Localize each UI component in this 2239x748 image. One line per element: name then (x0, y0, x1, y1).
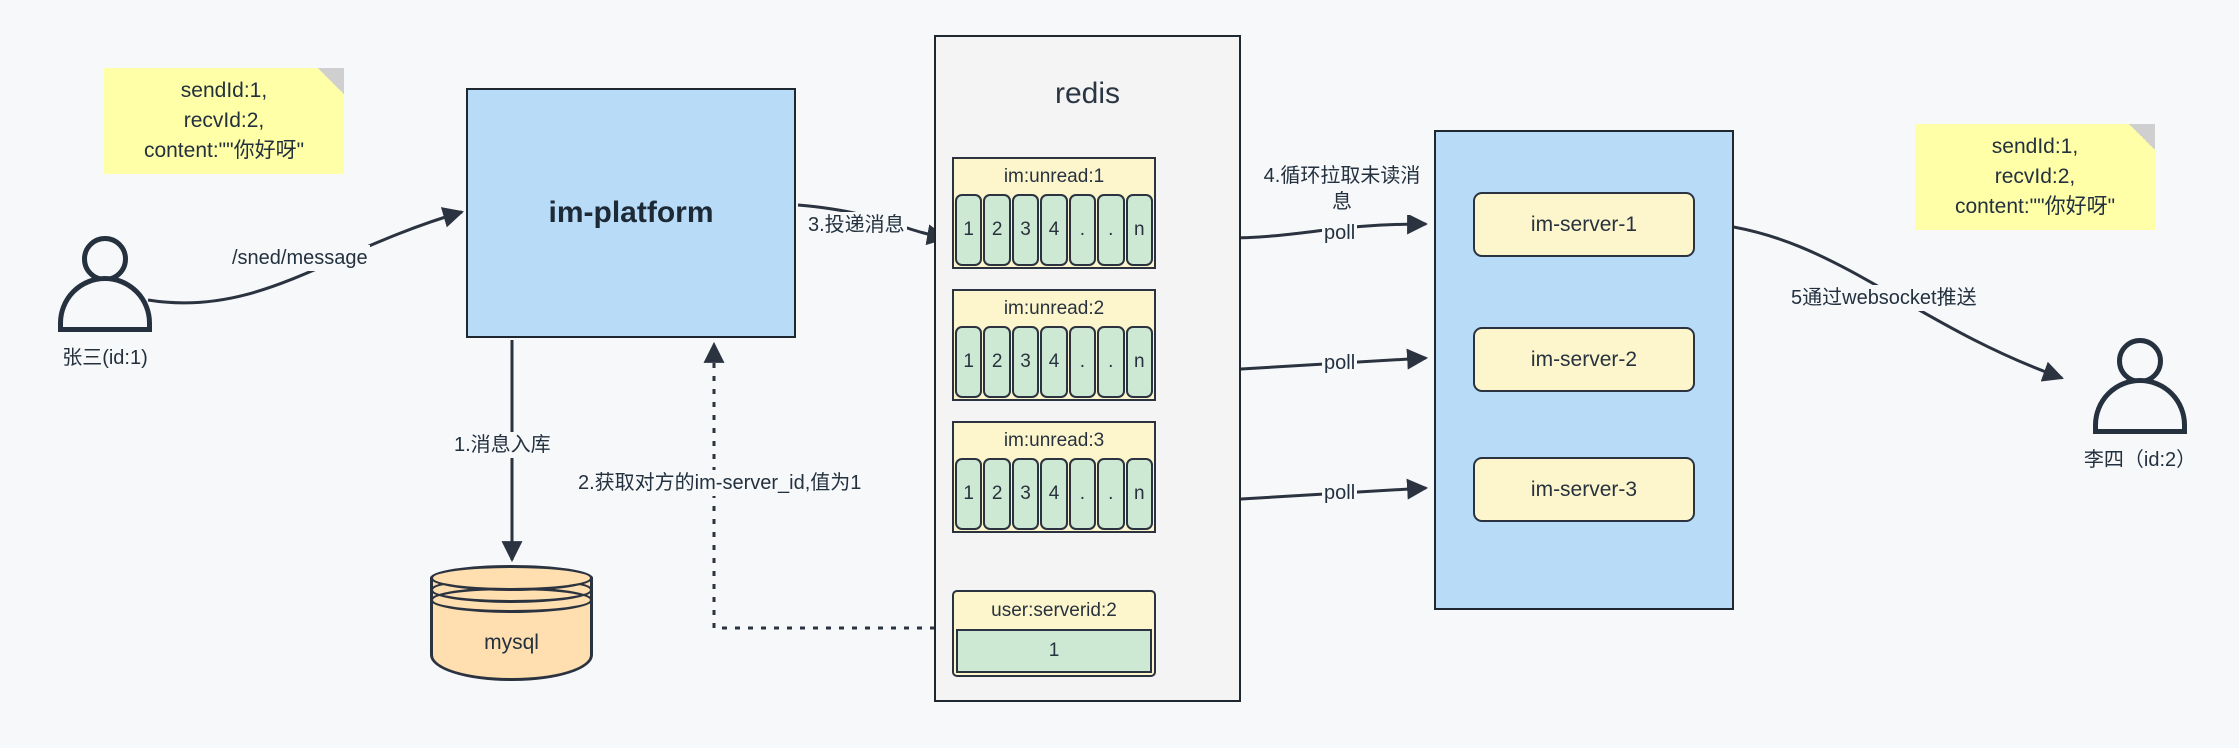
edge-label-poll-1: poll (1322, 220, 1358, 246)
redis-queue-key: im:unread:1 (1003, 166, 1105, 187)
person-icon (2085, 338, 2195, 434)
queue-cell: 3 (1011, 326, 1040, 398)
redis-kv-user-serverid[interactable]: user:serverid:2 1 (952, 590, 1156, 677)
redis-queue-cells: 1 2 3 4 . . n (954, 326, 1154, 399)
im-platform-label: im-platform (548, 196, 714, 229)
node-im-server-1[interactable]: im-server-1 (1473, 192, 1695, 257)
queue-cell: 4 (1040, 458, 1068, 530)
note-fold-icon (2129, 124, 2155, 150)
note-sender-payload: sendId:1, recvId:2, content:""你好呀" (104, 68, 344, 174)
node-im-server-3[interactable]: im-server-3 (1473, 457, 1695, 522)
queue-cell: 3 (1011, 194, 1040, 266)
redis-queue-2[interactable]: im:unread:2 1 2 3 4 . . n (952, 289, 1156, 401)
queue-cell: 1 (955, 326, 983, 398)
database-top-icon (430, 565, 593, 591)
queue-cell: n (1125, 326, 1153, 398)
person-body-icon (58, 276, 152, 332)
queue-cell: 4 (1040, 326, 1068, 398)
actor-sender: 张三(id:1) (30, 236, 180, 370)
node-redis-container[interactable]: redis im:unread:1 1 2 3 4 . . n im:unrea… (934, 35, 1241, 702)
queue-cell: 3 (1011, 458, 1040, 530)
note-sender-text: sendId:1, recvId:2, content:""你好呀" (143, 79, 305, 162)
queue-cell: n (1125, 458, 1153, 530)
edge-label-poll-3: poll (1322, 480, 1358, 506)
edge-label-step5: 5通过websocket推送 (1789, 285, 1979, 311)
queue-cell: 1 (955, 194, 983, 266)
edge-label-step3: 3.投递消息 (806, 212, 907, 238)
edge-label-step4: 4.循环拉取未读消 息 (1257, 163, 1427, 215)
queue-cell: . (1097, 458, 1125, 530)
redis-queue-1[interactable]: im:unread:1 1 2 3 4 . . n (952, 157, 1156, 269)
queue-cell: 2 (983, 458, 1011, 530)
redis-queue-cells: 1 2 3 4 . . n (954, 458, 1154, 531)
edge-label-poll-2: poll (1322, 350, 1358, 376)
note-receiver-text: sendId:1, recvId:2, content:""你好呀" (1954, 135, 2116, 218)
queue-cell: n (1125, 194, 1153, 266)
actor-receiver: 李四（id:2） (2065, 338, 2215, 472)
queue-cell: . (1097, 194, 1125, 266)
redis-kv-key: user:serverid:2 (991, 600, 1117, 621)
queue-cell: . (1097, 326, 1125, 398)
node-mysql-database[interactable]: mysql (430, 565, 593, 689)
redis-title: redis (1054, 77, 1121, 110)
edge-label-step1: 1.消息入库 (452, 432, 553, 458)
im-server-3-label: im-server-3 (1530, 477, 1638, 501)
person-head-icon (2117, 338, 2163, 384)
queue-cell: 1 (955, 458, 983, 530)
actor-receiver-label: 李四（id:2） (2083, 449, 2197, 471)
node-im-server-cluster[interactable]: im-server-1 im-server-2 im-server-3 (1434, 130, 1734, 610)
node-im-platform[interactable]: im-platform (466, 88, 796, 338)
person-body-icon (2093, 378, 2187, 434)
queue-cell: . (1068, 194, 1097, 266)
mysql-label: mysql (484, 631, 539, 654)
note-receiver-payload: sendId:1, recvId:2, content:""你好呀" (1915, 124, 2155, 230)
queue-cell: 4 (1040, 194, 1068, 266)
queue-cell: 2 (983, 194, 1011, 266)
queue-cell: 2 (983, 326, 1011, 398)
im-server-1-label: im-server-1 (1530, 212, 1638, 236)
redis-queue-cells: 1 2 3 4 . . n (954, 194, 1154, 267)
redis-queue-key: im:unread:2 (1003, 298, 1105, 319)
queue-cell: . (1068, 458, 1097, 530)
im-server-2-label: im-server-2 (1530, 347, 1638, 371)
note-fold-icon (318, 68, 344, 94)
actor-sender-label: 张三(id:1) (62, 347, 148, 369)
redis-queue-3[interactable]: im:unread:3 1 2 3 4 . . n (952, 421, 1156, 533)
person-icon (50, 236, 160, 332)
edge-label-send-message: /sned/message (230, 245, 370, 271)
redis-queue-key: im:unread:3 (1003, 430, 1105, 451)
queue-cell: . (1068, 326, 1097, 398)
redis-kv-value: 1 (956, 629, 1152, 673)
node-im-server-2[interactable]: im-server-2 (1473, 327, 1695, 392)
edge-label-step2: 2.获取对方的im-server_id,值为1 (576, 470, 864, 496)
